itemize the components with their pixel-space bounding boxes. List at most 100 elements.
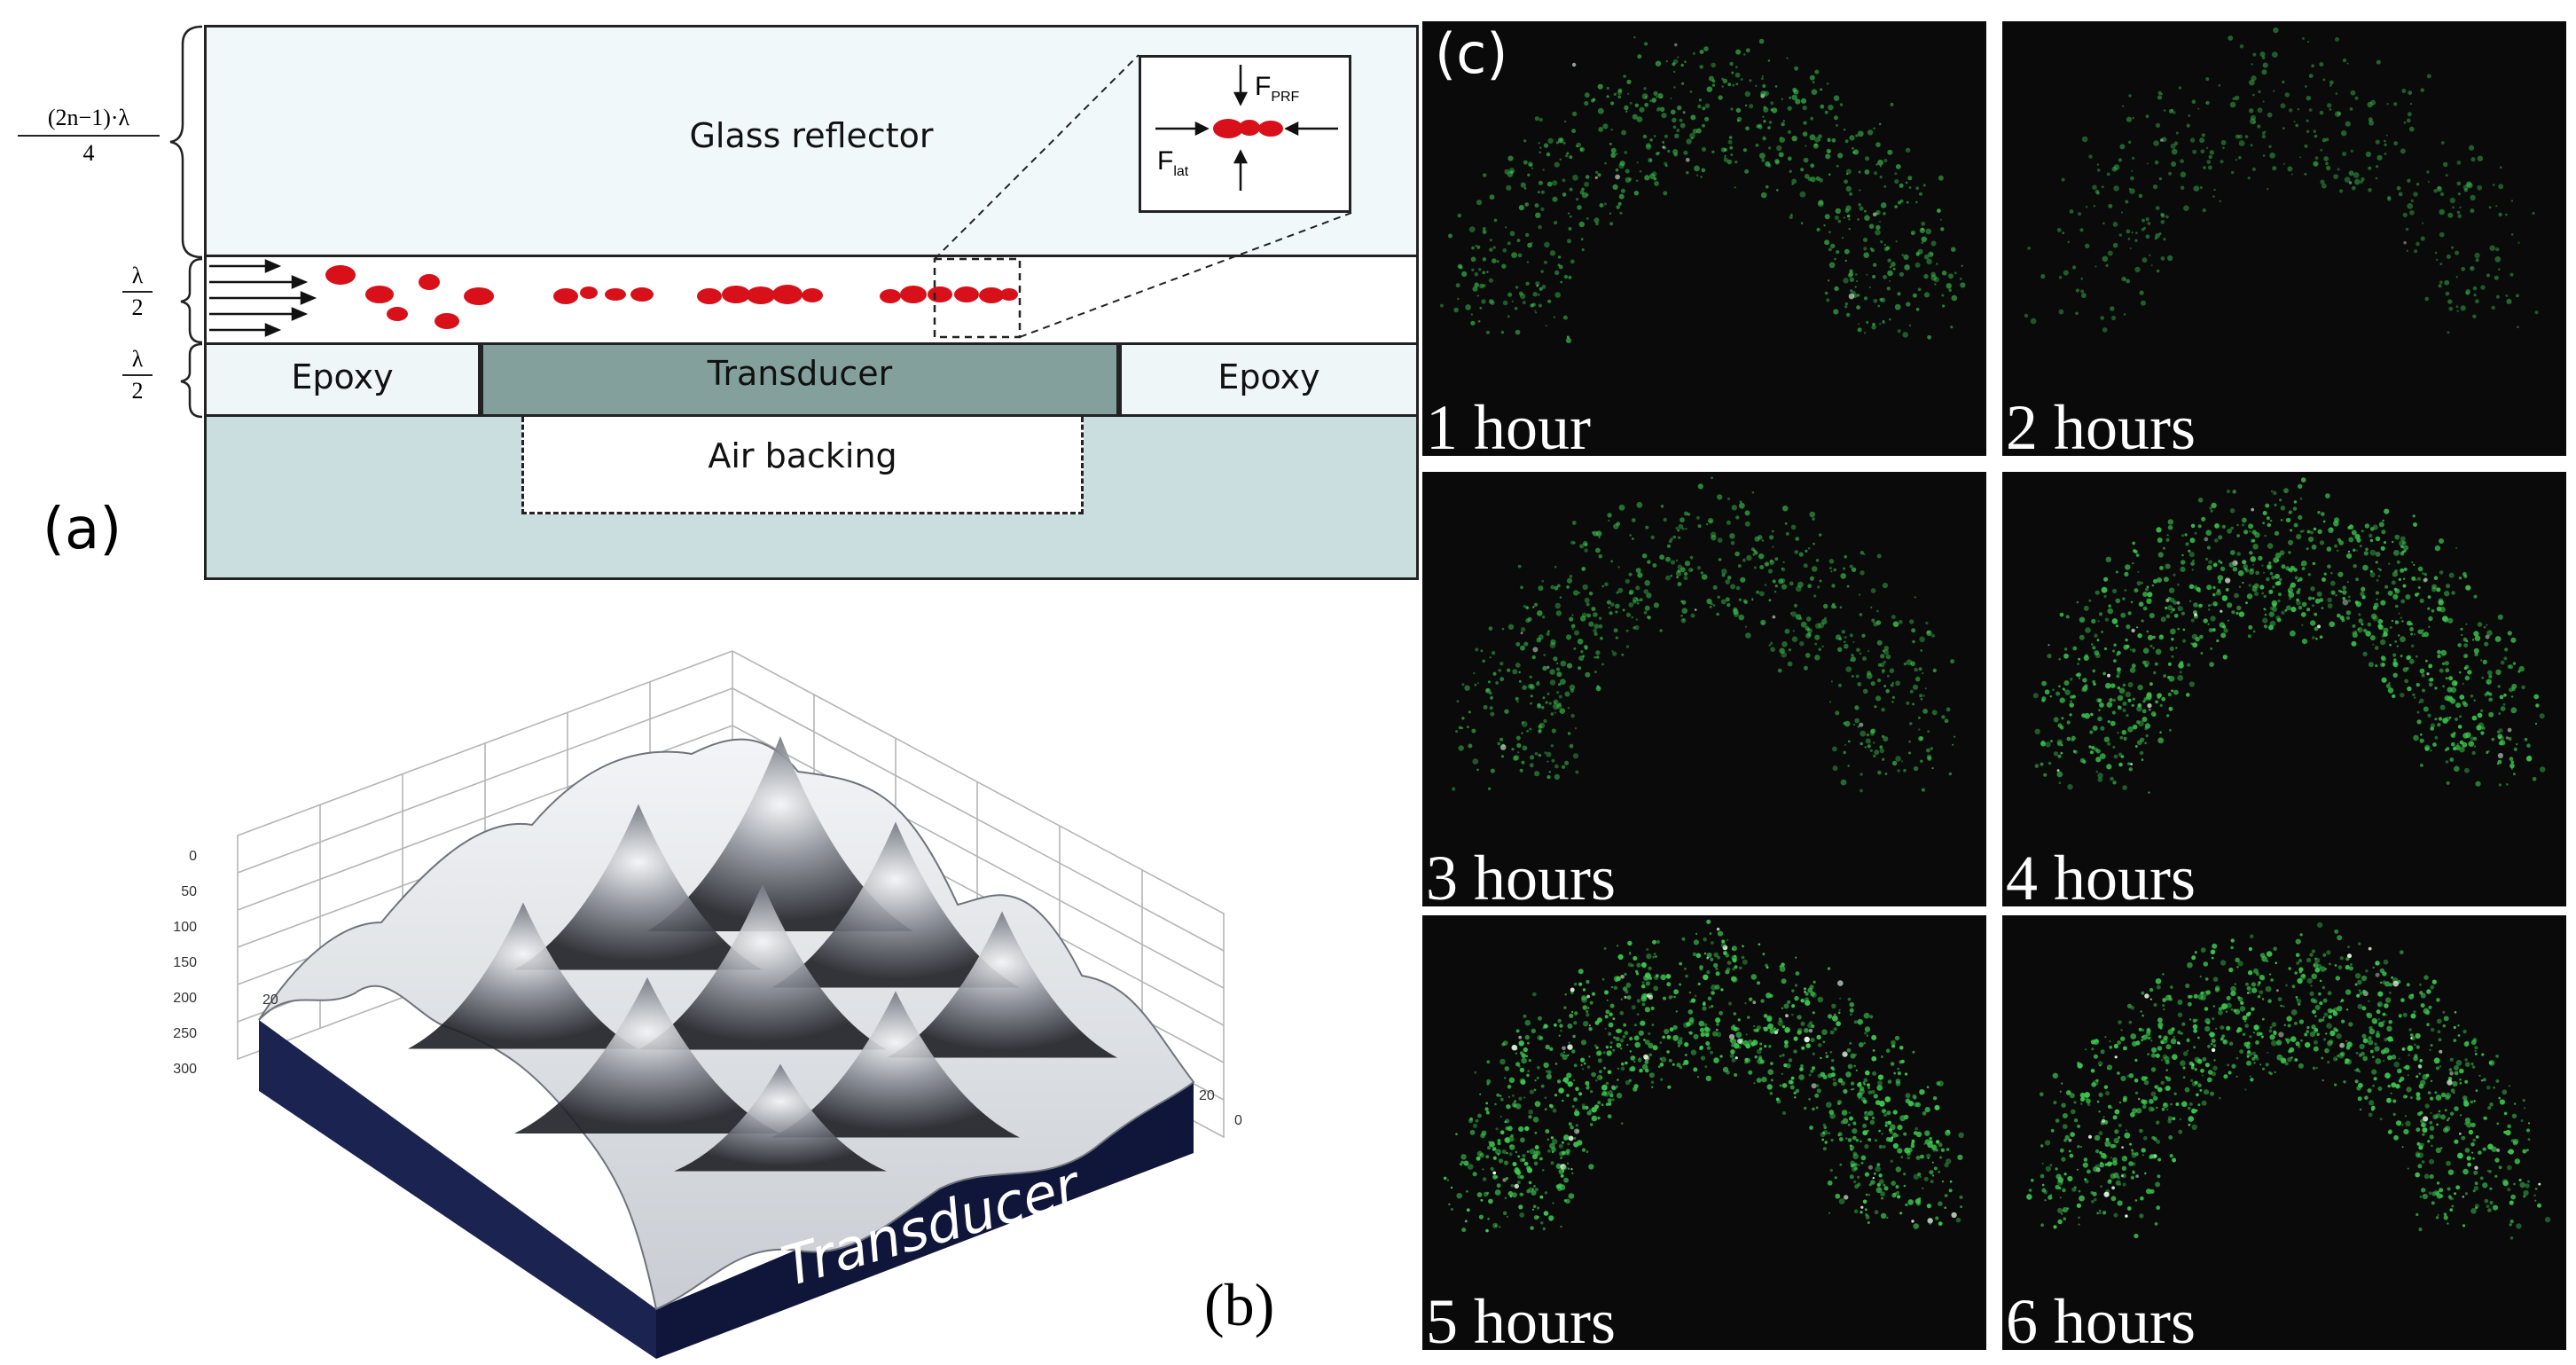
fluorescent-particle [1468,1118,1474,1124]
fluorescent-particle [2295,123,2298,128]
fluorescent-particle [2362,989,2367,994]
fluorescent-particle [2477,712,2483,718]
fluorescent-particle [2284,1038,2288,1041]
fluorescent-particle [1821,1029,1828,1035]
fluorescent-particle [1889,265,1892,269]
fluorescent-particle [1852,1135,1857,1141]
fluorescent-particle [2480,285,2486,290]
fluorescent-particle [1629,1050,1632,1053]
fluorescent-particle [1749,79,1752,82]
fluorescent-particle [1743,1060,1749,1064]
fluorescent-particle [2212,195,2215,198]
fluorescent-particle [1702,1002,1706,1007]
fluorescent-particle [2401,620,2404,623]
fluorescent-particle [1883,660,1886,664]
fluorescent-particle [1785,531,1789,536]
particle [928,286,952,302]
fluorescent-particle [2329,108,2332,111]
fluorescent-particle [2505,736,2509,740]
fluorescent-particle [1727,82,1732,87]
fluorescent-particle [1873,263,1877,267]
fluorescent-particle [1836,1021,1841,1027]
fluorescent-particle [2060,1181,2063,1184]
fluorescent-particle [2319,979,2322,983]
fluorescent-particle [2188,1001,2192,1007]
fluorescent-particle [2441,662,2446,665]
fluorescent-particle [1557,255,1562,259]
fluorescent-particle [2419,598,2424,603]
fluorescent-particle [2507,727,2512,733]
fluorescent-particle [2107,250,2113,256]
fluorescent-particle [1525,1055,1528,1057]
fluorescent-particle [1912,1050,1915,1054]
fluorescent-particle [1511,252,1517,258]
fluorescent-particle [1870,606,1873,608]
fluorescent-particle [1914,1198,1921,1204]
fluorescent-particle [2306,530,2311,534]
fluorescent-particle [1732,958,1737,963]
fluorescent-particle [1488,626,1493,631]
fluorescent-particle [1820,1071,1826,1078]
fluorescent-particle [1620,188,1625,193]
fluorescent-particle [2327,1040,2333,1047]
fluorescent-particle [2415,241,2420,247]
particle [580,286,598,299]
fluorescent-particle [2463,643,2469,648]
fluorescent-particle [1749,997,1753,1001]
particle [464,287,494,305]
fluorescent-particle [1669,1027,1674,1032]
fluorescent-particle [2400,568,2405,573]
fluorescent-particle [2477,622,2483,627]
fluorescent-particle [2099,1162,2105,1168]
fluorescent-particle [2173,573,2176,577]
fluorescent-particle [2429,1126,2435,1131]
fluorescent-particle [1520,645,1525,651]
fluorescent-particle [1667,149,1671,153]
fluorescent-particle [2118,1123,2122,1127]
fluorescent-particle [2113,1137,2119,1144]
fluorescent-particle [1794,995,1799,1001]
fluorescent-particle [1767,126,1771,129]
fluorescent-particle [2498,212,2502,217]
fluorescent-particle [2473,699,2476,702]
fluorescent-particle [1856,280,1858,283]
fluorescent-particle [2254,591,2259,597]
fluorescent-particle [1672,70,1676,74]
fluorescent-particle [2165,606,2168,610]
fluorescent-particle [1884,1124,1888,1127]
fluorescent-particle [1881,1133,1883,1135]
fluorescent-particle [1670,537,1673,541]
fluorescent-particle [1507,315,1510,318]
fluorescent-particle [2157,1017,2163,1023]
fluorescent-particle [2251,63,2253,66]
fluorescent-particle [1922,184,1926,187]
fluorescent-particle [1443,1176,1447,1181]
fluorescent-particle [2149,613,2155,619]
fluorescent-particle [2160,93,2163,96]
fluorescent-particle [2370,99,2376,106]
fluorescent-particle [1546,751,1552,757]
fluorescent-particle [1586,1013,1590,1017]
fluorescent-particle [1855,134,1859,137]
fluorescent-particle [1588,1164,1594,1170]
fluorescent-particle [2508,1085,2510,1087]
fluorescent-particle [1826,148,1831,153]
fluorescent-particle [1489,1141,1495,1148]
fluorescent-particle [1789,612,1792,615]
fluorescent-particle [1554,702,1556,704]
fluorescent-particle [1617,88,1623,93]
fluorescent-particle [2047,1195,2053,1200]
fluorescent-particle [2476,725,2482,731]
fluorescent-particle [1501,263,1507,269]
fluorescent-particle [1870,588,1876,593]
fluorescent-particle [2298,606,2303,610]
fluorescent-particle [1554,221,1558,225]
fluorescent-particle [1628,589,1634,595]
fluorescent-particle [2446,747,2450,750]
fluorescent-particle [1546,181,1553,187]
fluorescent-particle [1875,695,1882,702]
fluorescent-particle [2126,714,2129,718]
fluorescent-particle [2391,976,2394,979]
fluorescent-particle [1929,1170,1934,1175]
fluorescent-particle [1849,633,1853,638]
